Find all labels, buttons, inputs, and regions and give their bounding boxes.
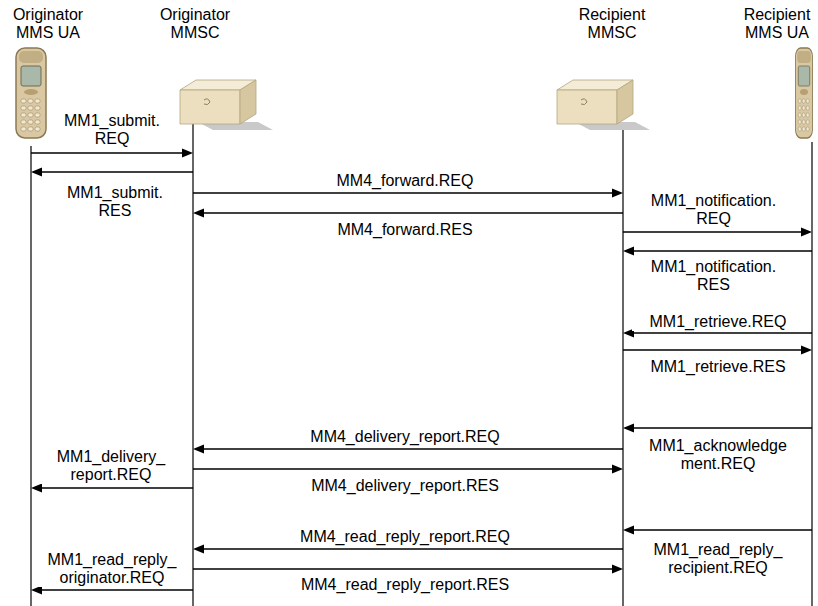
mmsc-box-icon <box>178 78 273 134</box>
message-arrow <box>193 565 623 574</box>
lifeline <box>811 142 812 606</box>
message-arrow <box>623 424 812 433</box>
message-label: MM1_read_reply_ recipient.REQ <box>632 541 804 577</box>
handset-participant: Recipient MMS UA <box>738 6 816 148</box>
participant-name: Recipient MMS UA <box>738 6 816 42</box>
message-label: MM1_notification. REQ <box>641 192 786 228</box>
phone-icon <box>10 46 52 145</box>
message-label: MM1_submit. REQ <box>52 112 172 148</box>
phone-icon <box>792 46 816 145</box>
message-label: MM1_acknowledge ment.REQ <box>632 437 804 473</box>
message-arrow <box>193 209 623 218</box>
message-label: MM4_read_reply_report.REQ <box>285 528 525 546</box>
message-label: MM1_read_reply_ originator.REQ <box>36 551 188 587</box>
message-arrow <box>623 228 812 237</box>
message-label: MM4_delivery_report.RES <box>285 477 525 495</box>
message-label: MM4_delivery_report.REQ <box>285 428 525 446</box>
message-arrow <box>623 526 812 535</box>
server-participant: Recipient MMSC <box>552 6 672 130</box>
message-label: MM1_retrieve.REQ <box>632 313 804 331</box>
participant-name: Originator MMSC <box>145 6 245 42</box>
mmsc-box-icon <box>555 78 650 134</box>
message-label: MM1_notification. RES <box>641 258 786 294</box>
message-label: MM4_forward.RES <box>285 221 525 239</box>
lifeline <box>192 124 193 606</box>
lifeline <box>622 124 623 606</box>
participant-name: Recipient MMSC <box>566 6 658 42</box>
participant-name: Originator MMS UA <box>6 6 90 42</box>
message-label: MM4_forward.REQ <box>285 172 525 190</box>
message-label: MM1_retrieve.RES <box>632 358 804 376</box>
message-arrow <box>31 149 193 158</box>
message-label: MM4_read_reply_report.RES <box>285 576 525 594</box>
message-arrow <box>623 247 812 256</box>
message-arrow <box>623 346 812 355</box>
message-arrow <box>31 484 193 493</box>
message-label: MM1_submit. RES <box>55 184 175 220</box>
lifeline <box>30 146 31 606</box>
message-label: MM1_delivery_ report.REQ <box>36 448 186 484</box>
message-arrow <box>193 465 623 474</box>
message-arrow <box>31 168 193 177</box>
